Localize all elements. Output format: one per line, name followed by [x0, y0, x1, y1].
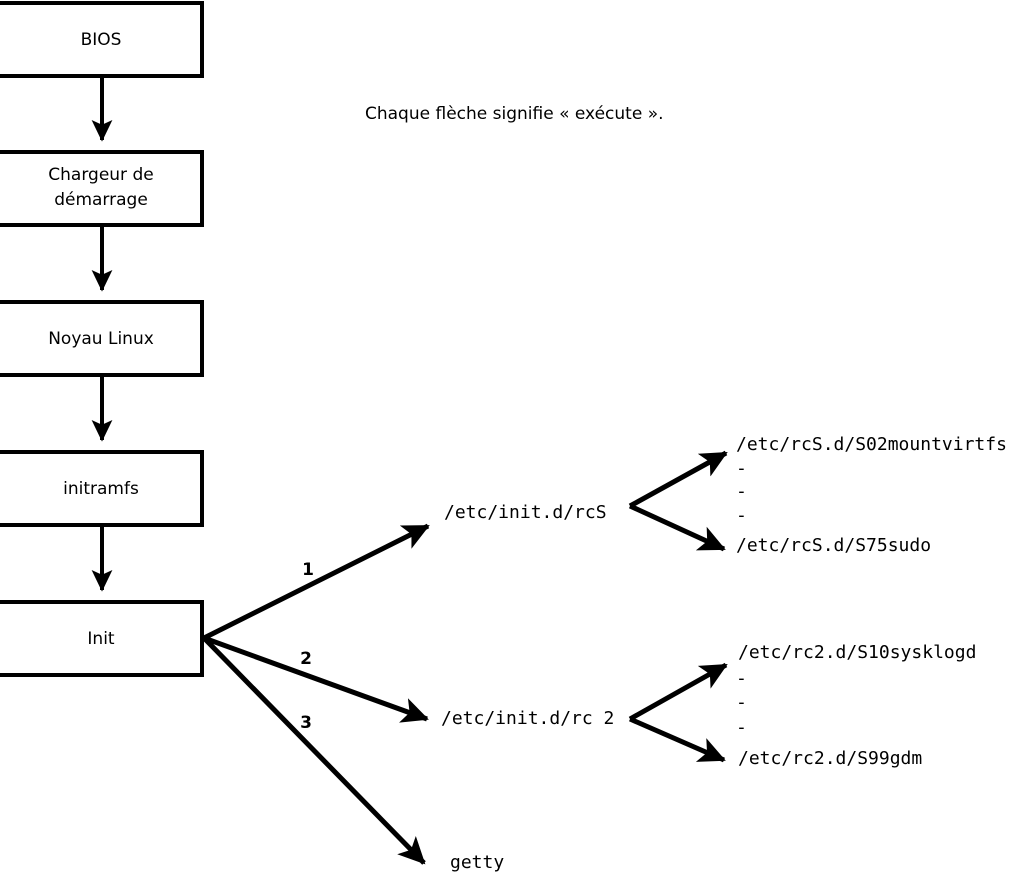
label-rc2-last-script: /etc/rc2.d/S99gdm: [738, 748, 922, 769]
box-bootloader: [0, 150, 204, 227]
box-bios: [0, 1, 204, 78]
box-init-label: Init: [87, 629, 115, 649]
box-kernel: [0, 300, 204, 377]
branch-number-2: 2: [300, 649, 312, 669]
label-init-d-rcs: /etc/init.d/rcS: [444, 502, 607, 523]
label-rc2-first-script: /etc/rc2.d/S10sysklogd: [738, 642, 976, 663]
caption-text: Chaque flèche signifie « exécute ».: [365, 104, 664, 124]
label-getty: getty: [450, 852, 504, 873]
box-init: [0, 600, 204, 677]
rc2-ellipsis-dash-3: -: [736, 717, 747, 738]
rcs-ellipsis-dash-1: -: [736, 458, 747, 479]
arrow-rc2-to-first-script: [628, 662, 728, 722]
rcs-ellipsis-dash-2: -: [736, 481, 747, 502]
label-init-d-rc2: /etc/init.d/rc 2: [441, 708, 614, 729]
box-bootloader-label-line2: démarrage: [54, 190, 148, 210]
box-bios-label: BIOS: [81, 30, 122, 50]
rcs-ellipsis-dash-3: -: [736, 505, 747, 526]
box-initramfs: [0, 450, 204, 527]
label-rcs-last-script: /etc/rcS.d/S75sudo: [736, 535, 931, 556]
arrow-rc2-to-last-script: [629, 716, 726, 763]
box-initramfs-label: initramfs: [63, 479, 139, 499]
arrow-init-to-rcs: [202, 523, 430, 641]
label-rcs-first-script: /etc/rcS.d/S02mountvirtfs: [736, 434, 1007, 455]
branch-number-1: 1: [302, 560, 314, 580]
rc2-ellipsis-dash-2: -: [736, 692, 747, 713]
arrow-rcs-to-first-script: [628, 450, 728, 509]
box-bootloader-label-line1: Chargeur de: [48, 165, 153, 185]
arrow-init-to-rc2: [203, 635, 429, 723]
arrow-init-to-getty: [202, 636, 426, 865]
box-kernel-label: Noyau Linux: [48, 329, 154, 349]
branch-number-3: 3: [300, 713, 312, 733]
arrow-rcs-to-last-script: [628, 503, 726, 552]
rc2-ellipsis-dash-1: -: [736, 668, 747, 689]
